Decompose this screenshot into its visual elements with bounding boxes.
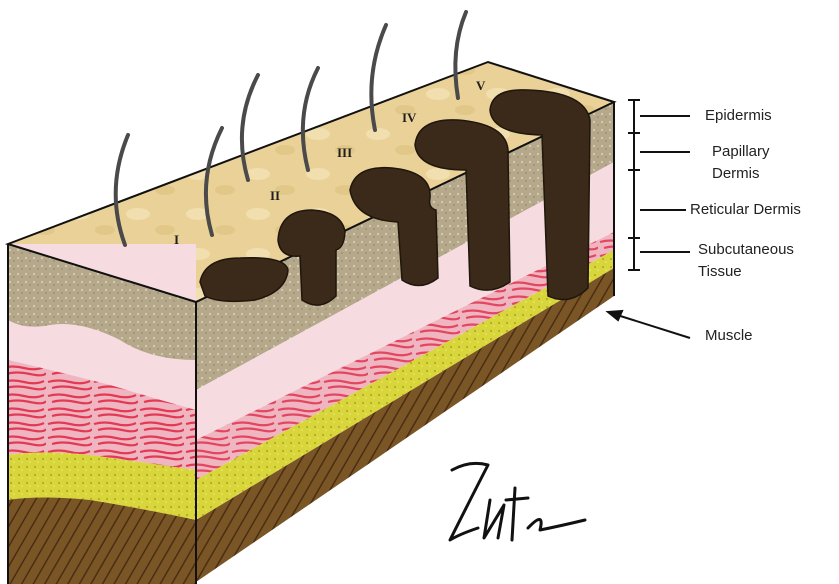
label-subcutaneous-1: Subcutaneous — [698, 240, 794, 260]
label-reticular: Reticular Dermis — [690, 200, 801, 220]
stage-label-1: I — [174, 232, 179, 248]
signature — [450, 463, 585, 540]
label-papillary-2: Dermis — [712, 164, 760, 184]
stage-label-2: II — [270, 188, 280, 204]
stage-label-4: IV — [402, 110, 416, 126]
muscle-arrow — [608, 311, 690, 338]
front-face — [8, 244, 196, 584]
label-muscle: Muscle — [705, 326, 753, 346]
stage-label-5: V — [476, 78, 485, 94]
stage-label-3: III — [337, 145, 352, 161]
label-papillary-1: Papillary — [712, 142, 770, 162]
label-epidermis: Epidermis — [705, 106, 772, 126]
label-subcutaneous-2: Tissue — [698, 262, 742, 282]
layer-bracket — [628, 100, 690, 270]
